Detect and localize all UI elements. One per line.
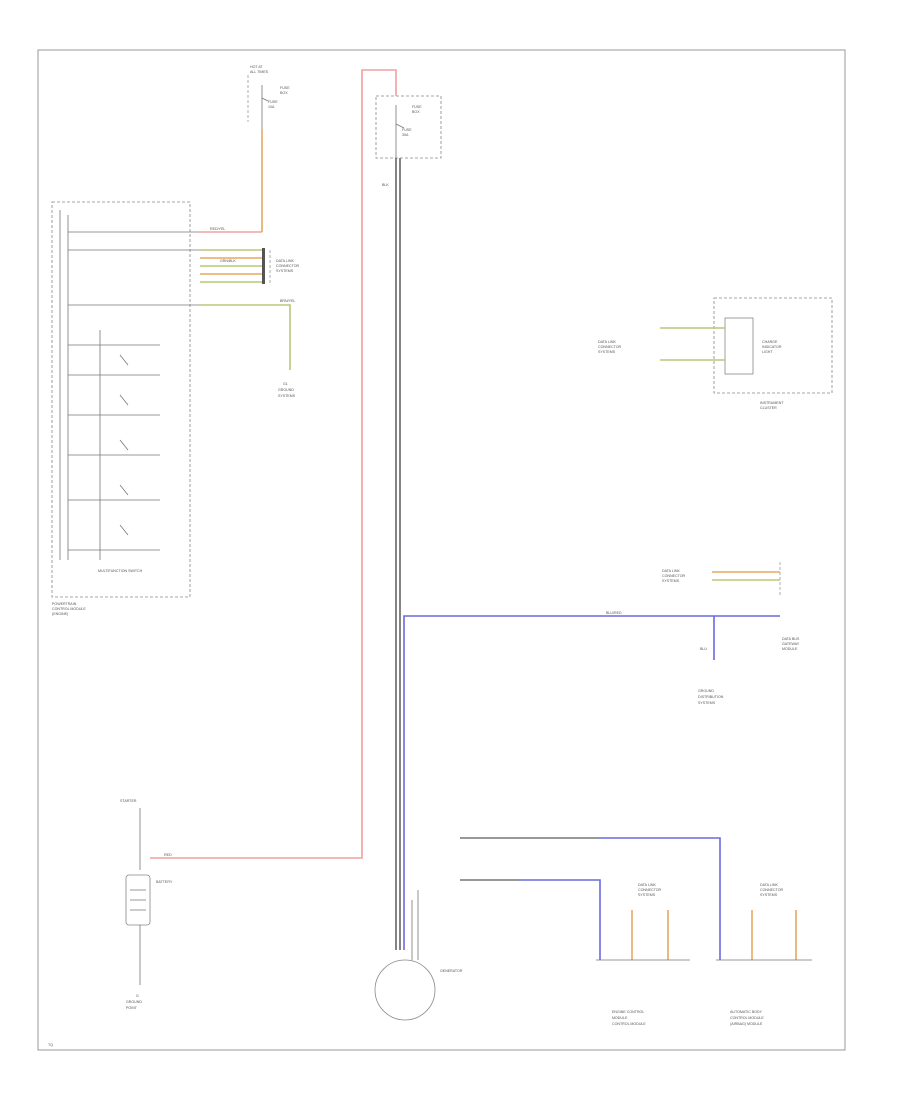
svg-text:FUSE: FUSE (280, 86, 290, 90)
wire-red-main (150, 69, 397, 859)
svg-text:ENGINE CONTROL: ENGINE CONTROL (612, 1010, 644, 1014)
svg-text:CONTROL MODULE: CONTROL MODULE (730, 1016, 764, 1020)
svg-text:DISTRIBUTION: DISTRIBUTION (698, 695, 724, 699)
generator: GENERATOR (374, 890, 463, 1021)
footer-code: TQ (48, 1043, 53, 1047)
svg-text:INSTRUMENT: INSTRUMENT (760, 401, 784, 405)
svg-text:DATA LINK: DATA LINK (662, 569, 680, 573)
svg-text:SYSTEMS: SYSTEMS (662, 579, 680, 583)
ground-left: G1 GROUND SYSTEMS (278, 330, 296, 398)
svg-text:GROUND: GROUND (278, 388, 294, 392)
instrument-cluster: CHARGE INDICATOR LIGHT DATA LINK CONNECT… (598, 297, 833, 410)
svg-text:G: G (136, 994, 139, 998)
svg-text:RED: RED (164, 853, 172, 857)
svg-text:CONTROL MODULE: CONTROL MODULE (52, 607, 86, 611)
svg-text:BOX: BOX (412, 110, 420, 114)
gateway-module: DATA LINK CONNECTOR SYSTEMS DATA BUS GAT… (403, 562, 800, 950)
svg-text:MODULE: MODULE (782, 647, 798, 651)
battery-block: STARTER BATTERY G GROUND POINT (120, 799, 173, 1010)
svg-text:CONNECTOR: CONNECTOR (598, 345, 621, 349)
svg-text:POINT: POINT (126, 1006, 138, 1010)
svg-text:DATA BUS: DATA BUS (782, 637, 800, 641)
svg-text:MODULE: MODULE (612, 1016, 628, 1020)
svg-text:DATA LINK: DATA LINK (760, 883, 778, 887)
svg-text:CONNECTOR: CONNECTOR (276, 264, 299, 268)
svg-text:G1: G1 (283, 382, 288, 386)
svg-text:DATA LINK: DATA LINK (598, 340, 616, 344)
svg-text:BOX: BOX (280, 91, 288, 95)
svg-text:GRN/BLK: GRN/BLK (220, 259, 236, 263)
svg-text:SYSTEMS: SYSTEMS (760, 893, 778, 897)
svg-text:CHARGE: CHARGE (762, 340, 778, 344)
svg-text:SYSTEMS: SYSTEMS (278, 394, 296, 398)
svg-text:GATEWAY: GATEWAY (782, 642, 800, 646)
svg-text:BLU: BLU (700, 647, 707, 651)
svg-text:CONTROL MODULE: CONTROL MODULE (612, 1022, 646, 1026)
svg-text:AUTOMATIC BODY: AUTOMATIC BODY (730, 1010, 763, 1014)
svg-text:LIGHT: LIGHT (762, 350, 773, 354)
svg-text:GROUND: GROUND (126, 1000, 142, 1004)
diagram-frame (37, 49, 846, 1051)
fuse-top-center: FUSE BOX FUSE 30A (375, 95, 442, 159)
svg-text:SYSTEMS: SYSTEMS (698, 701, 716, 705)
wire-labels: RED/YEL RED BLK BLU/RED BLU BRN/YEL GRN/… (164, 183, 707, 857)
svg-text:FUSE: FUSE (402, 128, 412, 132)
svg-text:30A: 30A (402, 133, 409, 137)
svg-text:(ENGINE): (ENGINE) (52, 612, 68, 616)
svg-text:INDICATOR: INDICATOR (762, 345, 782, 349)
svg-text:GENERATOR: GENERATOR (440, 969, 463, 973)
svg-text:GROUND: GROUND (698, 689, 714, 693)
svg-text:10A: 10A (268, 105, 275, 109)
svg-text:CONNECTOR: CONNECTOR (662, 574, 685, 578)
switch-group: MULTIFUNCTION SWITCH (68, 330, 160, 573)
svg-text:CLUSTER: CLUSTER (760, 406, 777, 410)
ecm-module: POWERTRAIN CONTROL MODULE (ENGINE) (51, 201, 200, 616)
svg-text:POWERTRAIN: POWERTRAIN (52, 602, 77, 606)
svg-text:MULTIFUNCTION SWITCH: MULTIFUNCTION SWITCH (98, 569, 143, 573)
svg-text:CONNECTOR: CONNECTOR (760, 888, 783, 892)
svg-text:BRN/YEL: BRN/YEL (280, 299, 295, 303)
connector-bundle: DATA LINK CONNECTOR SYSTEMS (68, 248, 299, 330)
svg-text:BATTERY: BATTERY (156, 880, 173, 884)
svg-text:BLU/RED: BLU/RED (606, 611, 622, 615)
svg-text:DATA LINK: DATA LINK (276, 259, 294, 263)
svg-text:RED/YEL: RED/YEL (210, 227, 225, 231)
svg-text:SYSTEMS: SYSTEMS (598, 350, 616, 354)
svg-text:STARTER: STARTER (120, 799, 137, 803)
fuse-top-left: HOT AT ALL TIMES FUSE BOX FUSE 10A (247, 65, 290, 130)
svg-text:HOT AT: HOT AT (250, 65, 263, 69)
svg-text:ALL TIMES: ALL TIMES (250, 70, 269, 74)
svg-text:FUSE: FUSE (268, 100, 278, 104)
svg-text:BLK: BLK (382, 183, 389, 187)
svg-text:DATA LINK: DATA LINK (638, 883, 656, 887)
svg-text:SYSTEMS: SYSTEMS (638, 893, 656, 897)
svg-text:(AIRBAG) MODULE: (AIRBAG) MODULE (730, 1022, 763, 1026)
svg-text:CONNECTOR: CONNECTOR (638, 888, 661, 892)
svg-text:SYSTEMS: SYSTEMS (276, 269, 294, 273)
svg-text:FUSE: FUSE (412, 105, 422, 109)
bottom-connectors: DATA LINK CONNECTOR SYSTEMS DATA LINK CO… (460, 837, 812, 1026)
